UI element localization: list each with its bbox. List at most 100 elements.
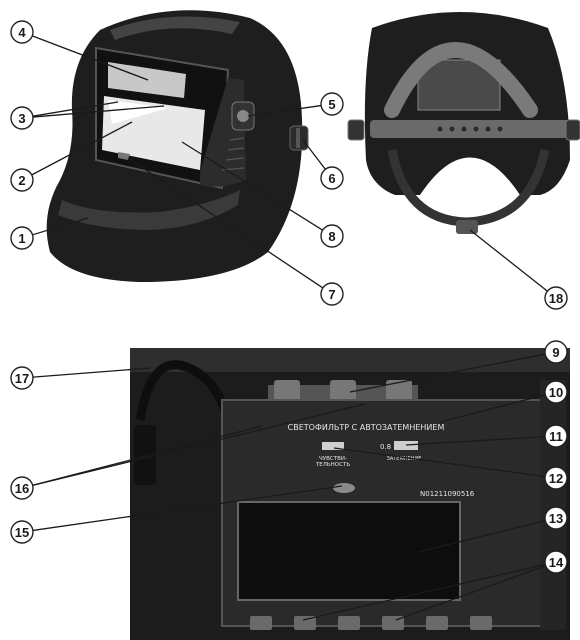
side-knob <box>231 101 255 131</box>
leader-line-14 <box>302 563 546 621</box>
leader-line-14 <box>395 565 546 621</box>
callout-1: 1 <box>10 226 34 250</box>
sensitivity-label-line2: ТЕЛЬНОСТЬ <box>315 462 350 468</box>
leader-line-2 <box>31 121 133 176</box>
callout-circle-2 <box>10 168 34 192</box>
filter-latch <box>118 152 130 160</box>
shade-value: 0.8 <box>380 443 391 451</box>
callout-3: 3 <box>10 106 34 130</box>
leader-line-17 <box>32 367 151 378</box>
callout-9: 9 <box>544 340 568 364</box>
callout-17: 17 <box>10 366 34 390</box>
shade-label: ЗАТЕМНЕНИЕ <box>387 456 422 462</box>
side-ribs <box>540 380 566 630</box>
leader-line-5 <box>247 104 322 117</box>
back-headband <box>370 120 570 138</box>
callout-circle-6 <box>320 166 344 190</box>
callout-circle-11 <box>544 424 568 448</box>
callout-number-8: 8 <box>328 229 335 244</box>
callout-11: 11 <box>544 424 568 448</box>
callout-circle-17 <box>10 366 34 390</box>
callout-4: 4 <box>10 20 34 44</box>
callout-circle-14 <box>544 550 568 574</box>
bottom-clips <box>250 616 492 630</box>
callout-number-12: 12 <box>549 471 563 486</box>
callout-number-17: 17 <box>15 371 29 386</box>
lens-reflection <box>108 100 168 124</box>
helmet-back-view <box>347 12 580 234</box>
leader-line-13 <box>417 520 546 553</box>
callout-leaders <box>31 35 548 621</box>
callout-number-5: 5 <box>328 97 335 112</box>
callout-number-4: 4 <box>18 25 26 40</box>
callout-circle-8 <box>320 224 344 248</box>
leader-line-8 <box>181 141 324 231</box>
back-right-knob <box>565 119 580 141</box>
leader-line-11 <box>405 436 546 446</box>
callout-number-6: 6 <box>328 171 335 186</box>
callout-number-7: 7 <box>328 287 335 302</box>
callout-7: 7 <box>320 282 344 306</box>
leader-line-15 <box>32 485 343 532</box>
leader-line-6 <box>302 139 326 170</box>
callout-number-9: 9 <box>552 345 559 360</box>
filter-closeup: СВЕТОФИЛЬТР С АВТОЗАТЕМНЕНИЕМ ЧУВСТВИ- Т… <box>130 348 570 640</box>
headband-knob <box>289 125 309 151</box>
panel-label: СВЕТОФИЛЬТР С АВТОЗАТЕМНЕНИЕМ <box>288 423 445 432</box>
callout-10: 10 <box>544 380 568 404</box>
leader-line-7 <box>127 157 324 289</box>
sensor-dome <box>333 483 355 493</box>
callout-number-11: 11 <box>549 429 563 444</box>
callout-circle-7 <box>320 282 344 306</box>
callout-circle-1 <box>10 226 34 250</box>
callout-6: 6 <box>320 166 344 190</box>
closeup-left-clip <box>134 425 156 485</box>
leader-line-3 <box>32 101 119 117</box>
leader-line-3 <box>32 105 165 118</box>
callout-5: 5 <box>320 92 344 116</box>
leader-line-9 <box>349 353 546 393</box>
closeup-top-shade <box>130 348 570 372</box>
callout-circle-3 <box>10 106 34 130</box>
callout-circle-16 <box>10 476 34 500</box>
callout-number-18: 18 <box>549 291 563 306</box>
back-arch <box>384 42 538 118</box>
leader-line-16 <box>32 403 366 487</box>
callout-number-1: 1 <box>18 231 25 246</box>
callout-number-14: 14 <box>549 555 564 570</box>
callout-12: 12 <box>544 466 568 490</box>
leader-line-1 <box>32 217 89 236</box>
callout-circle-18 <box>544 286 568 310</box>
headband-holes <box>437 126 503 132</box>
leader-line-10 <box>439 394 546 423</box>
callout-8: 8 <box>320 224 344 248</box>
callout-13: 13 <box>544 506 568 530</box>
helmet-front-view <box>46 10 309 283</box>
callout-circle-12 <box>544 466 568 490</box>
helmet-top-highlight <box>110 16 240 40</box>
callout-circle-5 <box>320 92 344 116</box>
back-left-knob <box>347 119 365 141</box>
back-rear-knob <box>456 220 478 234</box>
callout-circle-15 <box>10 520 34 544</box>
callout-number-3: 3 <box>18 111 25 126</box>
callout-number-16: 16 <box>15 481 29 496</box>
callout-14: 14 <box>544 550 568 574</box>
callout-number-2: 2 <box>18 173 25 188</box>
callout-circle-10 <box>544 380 568 404</box>
sensitivity-switch <box>322 442 344 450</box>
vent-ribs <box>221 137 245 171</box>
callout-16: 16 <box>10 476 34 500</box>
serial-number: N01211090516 <box>420 490 475 498</box>
sensitivity-label-line1: ЧУВСТВИ- <box>319 456 347 462</box>
dark-filter-window <box>237 501 461 601</box>
callout-15: 15 <box>10 520 34 544</box>
helmet-shell-highlight <box>58 190 240 230</box>
leader-line-18 <box>469 229 548 292</box>
callout-circle-13 <box>544 506 568 530</box>
callout-circle-9 <box>544 340 568 364</box>
callout-number-15: 15 <box>15 525 29 540</box>
callout-number-10: 10 <box>549 385 563 400</box>
